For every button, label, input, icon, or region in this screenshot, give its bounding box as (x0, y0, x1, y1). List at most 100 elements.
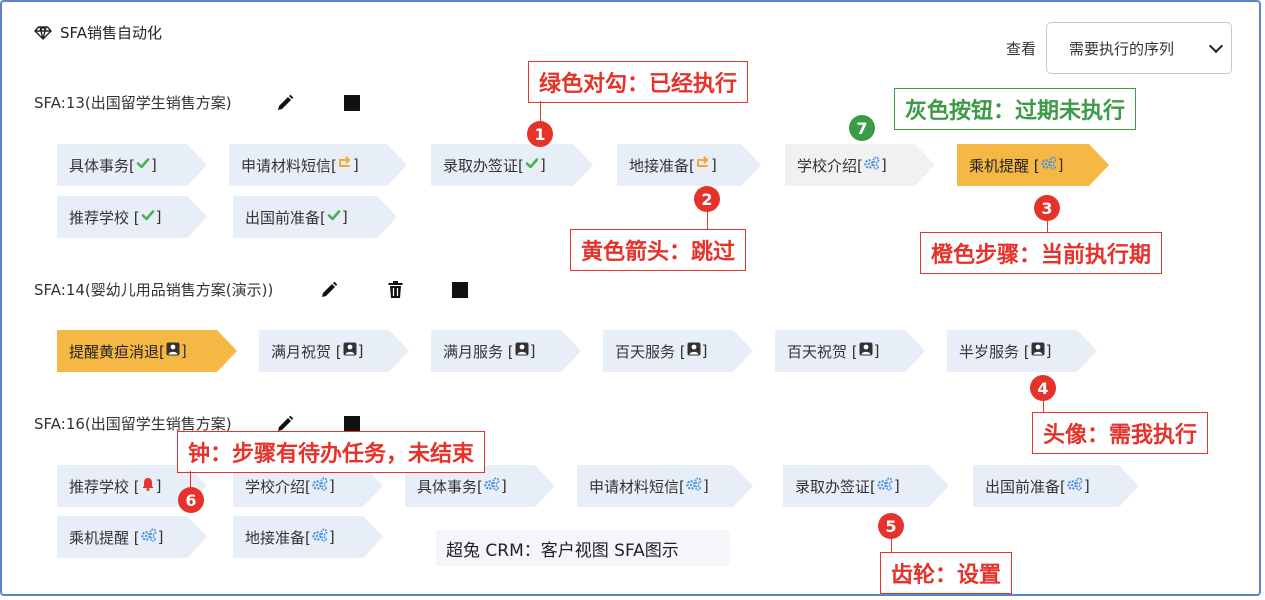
step-label-close: ] (328, 528, 335, 546)
step-label-close: ] (1083, 477, 1090, 495)
step-label: 申请材料短信[ (241, 156, 337, 175)
annotation-badge: 1 (527, 121, 553, 147)
sfa-step[interactable]: 推荐学校 [] (57, 465, 207, 507)
step-label-close: ] (155, 477, 162, 495)
step-label: 学校介绍[ (797, 156, 863, 175)
avatar-icon (166, 342, 180, 360)
annotation-label: 钟：步骤有待办任务，未结束 (177, 431, 486, 473)
sfa-step[interactable]: 乘机提醒 [] (957, 144, 1109, 186)
annotation-label: 绿色对勾：已经执行 (528, 61, 749, 103)
view-label: 查看 (1006, 39, 1037, 58)
sfa-step[interactable]: 满月服务 [] (431, 330, 581, 372)
step-label: 录取办签证[ (795, 477, 876, 496)
step-label: 推荐学校 [ (69, 208, 140, 227)
step-label: 半岁服务 [ (959, 342, 1030, 361)
gear-icon (864, 156, 880, 174)
annotation-label: 灰色按钮：过期未执行 (894, 88, 1137, 130)
step-label-close: ] (880, 156, 887, 174)
annotation-label: 橙色步骤：当前执行期 (920, 232, 1163, 274)
sfa-step[interactable]: 乘机提醒 [] (57, 516, 207, 558)
sequence-title: SFA:14(婴幼儿用品销售方案(演示)) (34, 281, 274, 299)
step-label: 满月服务 [ (443, 342, 514, 361)
view-filter: 查看 需要执行的序列 (1006, 22, 1233, 74)
step-label: 地接准备[ (629, 156, 695, 175)
pencil-icon[interactable] (276, 94, 294, 116)
sfa-step[interactable]: 推荐学校 [] (57, 196, 207, 238)
sfa-step[interactable]: 地接准备[] (233, 516, 383, 558)
chevron-down-icon (1208, 38, 1224, 53)
annotation-line (1043, 401, 1044, 413)
annotation-label: 齿轮：设置 (880, 552, 1013, 594)
avatar-icon (515, 342, 529, 360)
sfa-step[interactable]: 录取办签证[] (431, 144, 593, 186)
step-label-close: ] (157, 528, 164, 546)
step-label: 出国前准备[ (985, 477, 1066, 496)
step-label-close: ] (873, 342, 880, 360)
annotation-badge: 4 (1030, 375, 1056, 401)
step-label: 申请材料短信[ (589, 477, 685, 496)
sfa-step[interactable]: 提醒黄疸消退[] (57, 330, 237, 372)
step-label-close: ] (341, 208, 348, 226)
gear-icon (686, 477, 702, 495)
sfa-step[interactable]: 录取办签证[] (783, 465, 949, 507)
skip-arrow-icon (696, 156, 710, 174)
step-label: 具体事务[ (69, 156, 135, 175)
gear-icon (484, 477, 500, 495)
step-label-close: ] (529, 342, 536, 360)
step-label: 乘机提醒 [ (69, 528, 140, 547)
sfa-step[interactable]: 百天祝贺 [] (775, 330, 925, 372)
step-label-close: ] (893, 477, 900, 495)
sequence-title: SFA:16(出国留学生销售方案) (34, 415, 232, 433)
step-label-close: ] (500, 477, 507, 495)
annotation-label: 黄色箭头：跳过 (570, 229, 747, 271)
step-label: 百天服务 [ (615, 342, 686, 361)
check-icon (141, 208, 155, 226)
stop-button[interactable] (344, 416, 360, 432)
annotation-line (891, 539, 892, 553)
step-label: 乘机提醒 [ (969, 156, 1040, 175)
sfa-step[interactable]: 地接准备[] (617, 144, 761, 186)
step-label: 具体事务[ (417, 477, 483, 496)
annotation-line (707, 212, 708, 230)
gear-icon (1041, 156, 1057, 174)
avatar-icon (343, 342, 357, 360)
step-label: 录取办签证[ (443, 156, 524, 175)
check-icon (525, 156, 539, 174)
sfa-step[interactable]: 出国前准备[] (973, 465, 1139, 507)
step-label-close: ] (357, 342, 364, 360)
avatar-icon (687, 342, 701, 360)
step-label-close: ] (180, 342, 187, 360)
stop-button[interactable] (452, 282, 468, 298)
annotation-line (190, 471, 191, 487)
sfa-step[interactable]: 出国前准备[] (233, 196, 397, 238)
step-label-close: ] (539, 156, 546, 174)
pencil-icon[interactable] (320, 281, 338, 303)
sfa-step[interactable]: 半岁服务 [] (947, 330, 1097, 372)
sfa-step[interactable]: 申请材料短信[] (229, 144, 407, 186)
annotation-badge: 7 (849, 115, 875, 141)
sfa-step[interactable]: 学校介绍[] (785, 144, 935, 186)
annotation-badge: 3 (1034, 195, 1060, 221)
gear-icon (877, 477, 893, 495)
sfa-step[interactable]: 满月祝贺 [] (259, 330, 409, 372)
sequence-filter-select[interactable]: 需要执行的序列 (1046, 22, 1233, 74)
sfa-step[interactable]: 具体事务[] (57, 144, 207, 186)
trash-icon[interactable] (388, 281, 403, 302)
step-label-close: ] (328, 477, 335, 495)
check-icon (136, 156, 150, 174)
sfa-step[interactable]: 申请材料短信[] (577, 465, 753, 507)
annotation-badge: 5 (878, 513, 904, 539)
page-header: SFA销售自动化 (34, 22, 162, 43)
pencil-icon[interactable] (276, 415, 294, 437)
step-label: 满月祝贺 [ (271, 342, 342, 361)
stop-button[interactable] (344, 95, 360, 111)
annotation-line (540, 101, 541, 123)
sfa-step[interactable]: 百天服务 [] (603, 330, 753, 372)
gear-icon (1067, 477, 1083, 495)
gear-icon (312, 477, 328, 495)
step-label: 地接准备[ (245, 528, 311, 547)
step-label: 学校介绍[ (245, 477, 311, 496)
skip-arrow-icon (338, 156, 352, 174)
step-label: 出国前准备[ (245, 208, 326, 227)
